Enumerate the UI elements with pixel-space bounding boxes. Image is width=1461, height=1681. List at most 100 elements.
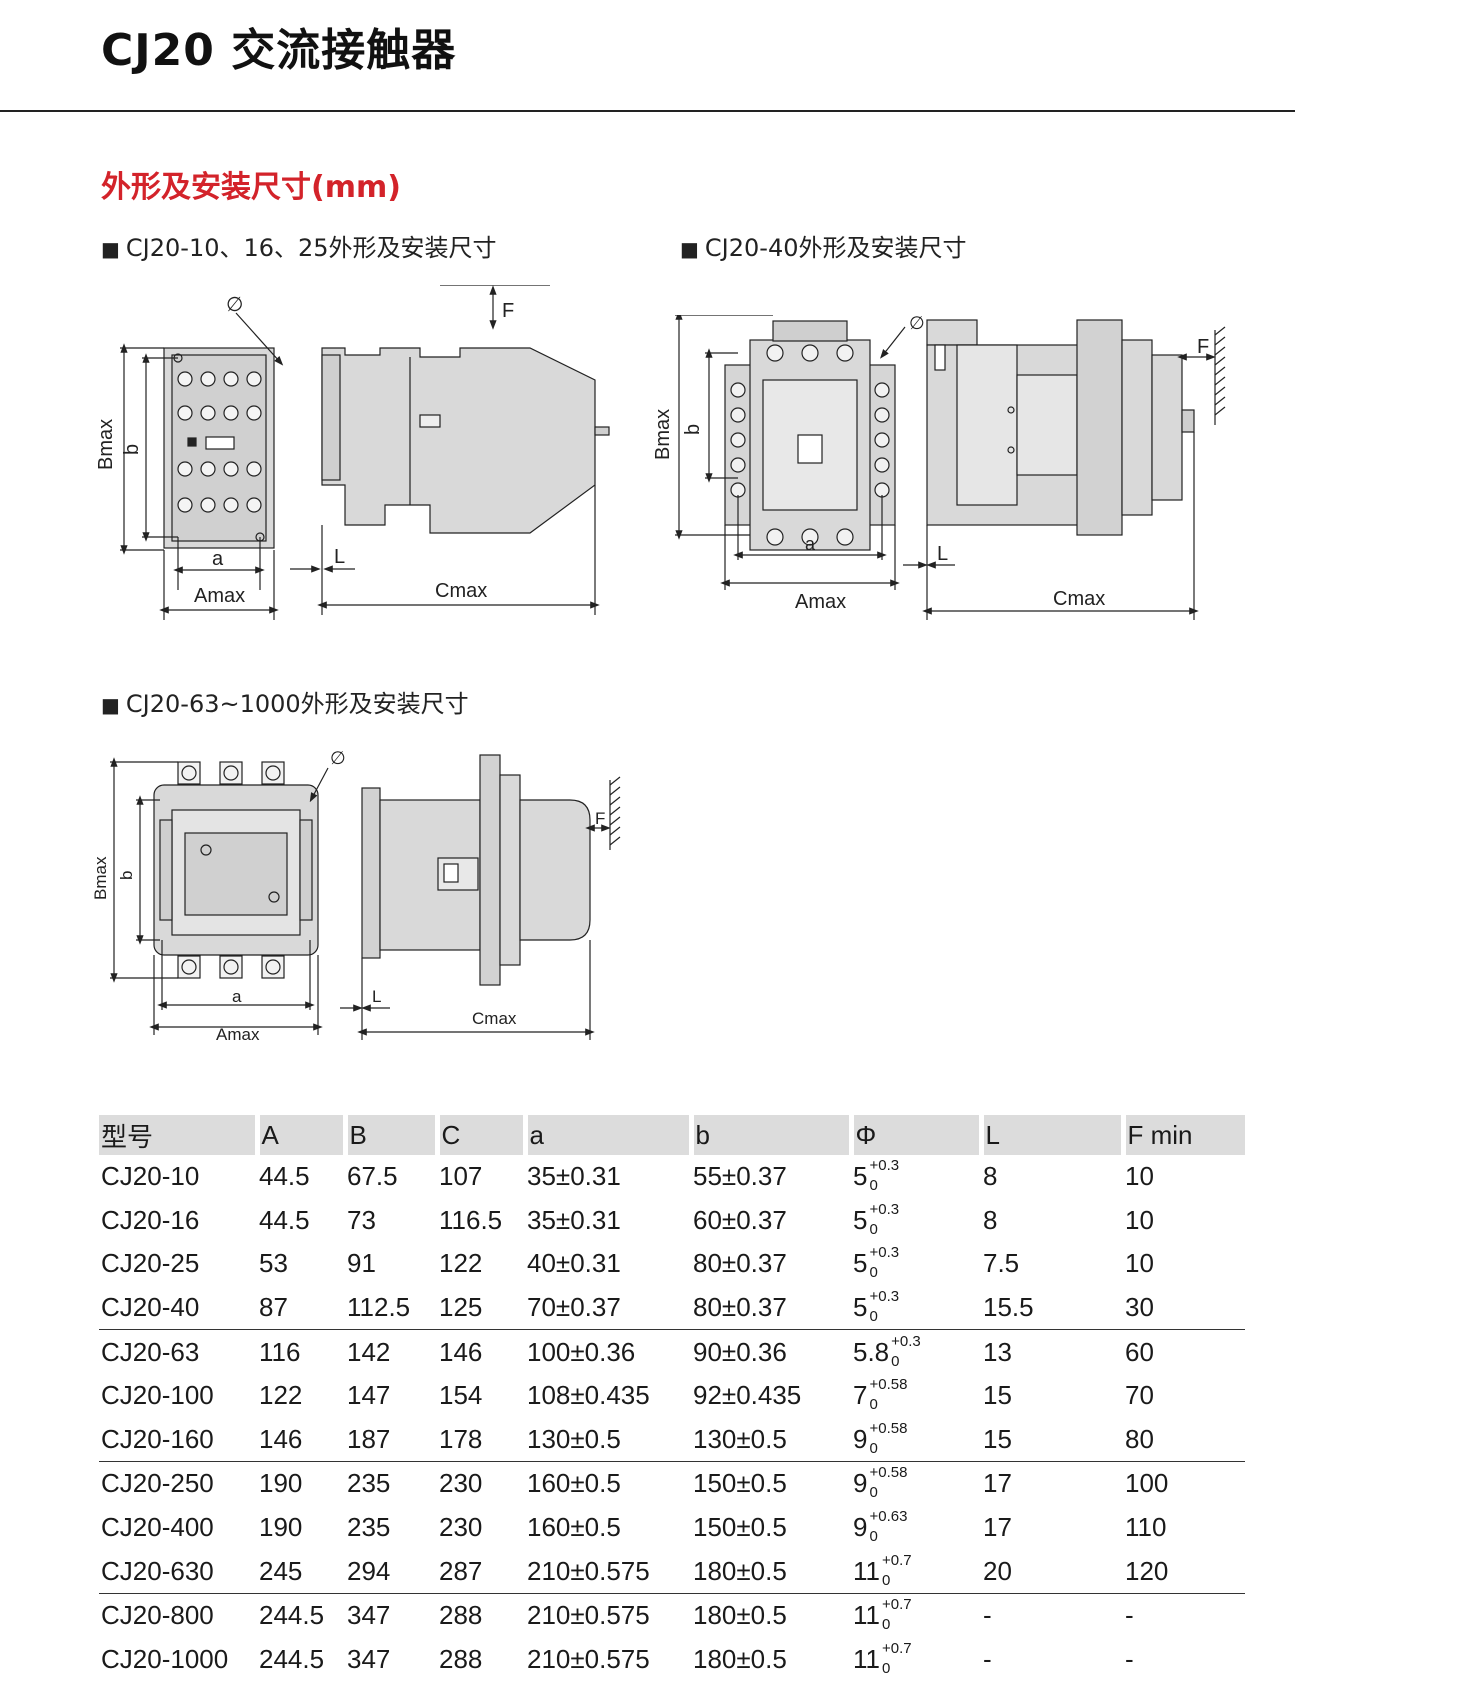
cell-A: 87: [259, 1292, 288, 1323]
cell-a: 210±0.575: [525, 1592, 691, 1638]
cell-model: CJ20-10: [101, 1161, 200, 1192]
cmax-label: Cmax: [435, 580, 487, 602]
cell-L: 8: [983, 1204, 998, 1235]
drawing-cj20-63-1000: ∅ Bmax b a Amax F L Cmax: [91, 748, 621, 1044]
f-label: F: [1197, 336, 1209, 358]
cell-L: 15: [983, 1380, 1012, 1411]
cell-b: 180±0.5: [693, 1643, 787, 1674]
figure-caption-1: ■CJ20-10、16、25外形及安装尺寸: [101, 234, 497, 262]
tolerance-lower: 0: [869, 1439, 878, 1457]
cell-a: 130±0.5: [527, 1423, 621, 1454]
a-label: a: [805, 534, 816, 554]
cell-F: 10: [1125, 1204, 1154, 1235]
cell-F: 120: [1125, 1555, 1169, 1586]
table-header-row: 型号 A B C a b Φ L F min: [99, 1115, 1245, 1155]
tolerance-upper: +0.7: [882, 1551, 912, 1569]
page-title: CJ20 交流接触器: [101, 25, 457, 76]
col-header-b: b: [691, 1115, 854, 1155]
cell-b: 180±0.5: [693, 1555, 787, 1586]
l-label: L: [334, 546, 345, 568]
amax-label: Amax: [194, 585, 245, 607]
phi-tolerance: +0.7 0: [880, 1552, 928, 1589]
cell-a: 210±0.575: [527, 1555, 650, 1586]
col-header-A: A: [257, 1115, 348, 1155]
col-header-a: a: [525, 1115, 694, 1155]
tolerance-lower: 0: [869, 1396, 878, 1414]
bmax-label: Bmax: [655, 409, 674, 460]
square-bullet-icon: ■: [680, 237, 699, 261]
cell-A: 190: [259, 1512, 303, 1543]
cell-model: CJ20-630: [101, 1555, 214, 1586]
cell-F: -: [1123, 1592, 1245, 1638]
cell-L: 17: [983, 1512, 1012, 1543]
title-divider: [0, 110, 1295, 112]
tolerance-upper: +0.58: [869, 1464, 908, 1482]
cell-C: 230: [437, 1461, 525, 1506]
tolerance-lower: 0: [869, 1177, 878, 1195]
cell-B: 142: [345, 1329, 437, 1374]
cell-A: 53: [259, 1248, 288, 1279]
cell-F: 110: [1125, 1512, 1167, 1543]
col-header-B: B: [345, 1115, 440, 1155]
cell-b: 130±0.5: [693, 1423, 787, 1454]
phi-label: ∅: [226, 294, 243, 316]
cell-B: 235: [345, 1461, 437, 1506]
cell-model: CJ20-250: [99, 1461, 257, 1506]
cell-L: -: [981, 1592, 1123, 1638]
cell-model: CJ20-400: [101, 1512, 214, 1543]
phi-label: ∅: [330, 748, 346, 768]
cell-model: CJ20-40: [101, 1292, 200, 1323]
cell-C: 154: [439, 1380, 483, 1411]
phi-nominal: 9: [853, 1468, 868, 1499]
cell-a: 108±0.435: [527, 1380, 650, 1411]
cell-a: 160±0.5: [527, 1512, 621, 1543]
phi-nominal: 5: [853, 1161, 868, 1192]
cell-b: 180±0.5: [691, 1592, 851, 1638]
drawing-cj20-40: ∅ Bmax b a Amax F L Cmax: [655, 315, 1226, 620]
col-header-phi: Φ: [851, 1115, 984, 1155]
cell-A: 244.5: [257, 1592, 345, 1638]
cell-b: 55±0.37: [693, 1161, 787, 1192]
cell-F: 70: [1125, 1380, 1154, 1411]
cell-C: 125: [439, 1292, 483, 1323]
figure-caption-2: ■CJ20-40外形及安装尺寸: [680, 234, 967, 262]
tolerance-lower: 0: [869, 1528, 878, 1546]
cell-b: 90±0.36: [691, 1329, 851, 1374]
cell-A: 44.5: [259, 1204, 310, 1235]
cell-F: -: [1125, 1643, 1134, 1674]
figure-caption-3: ■CJ20-63~1000外形及安装尺寸: [101, 690, 469, 718]
tolerance-lower: 0: [882, 1571, 891, 1589]
tolerance-lower: 0: [882, 1659, 891, 1677]
cell-F: 10: [1125, 1161, 1154, 1192]
cell-b: 80±0.37: [693, 1248, 787, 1279]
cell-C: 288: [439, 1643, 483, 1674]
col-header-model: 型号: [99, 1115, 260, 1155]
cell-model: CJ20-16: [101, 1204, 200, 1235]
cell-b: 150±0.5: [693, 1512, 787, 1543]
cell-model: CJ20-160: [101, 1423, 214, 1454]
cell-B: 112.5: [347, 1292, 411, 1323]
cell-L: 7.5: [983, 1248, 1020, 1279]
cell-F: 80: [1125, 1423, 1154, 1454]
tolerance-upper: +0.7: [882, 1639, 912, 1657]
phi-nominal: 5.8: [853, 1336, 890, 1367]
l-label: L: [372, 987, 381, 1006]
